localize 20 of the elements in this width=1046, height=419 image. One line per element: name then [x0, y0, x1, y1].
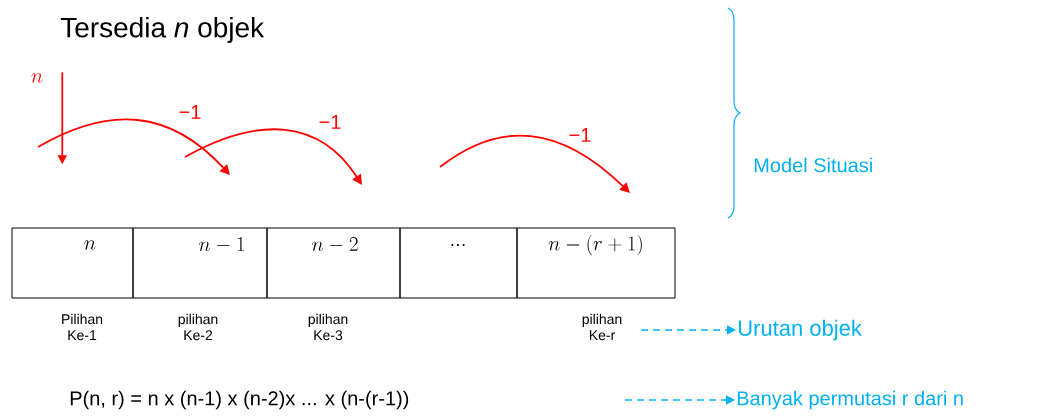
variable-label: $n$ [31, 73, 43, 83]
table-cell: $n-(r+1)$ [516, 227, 676, 299]
step-label: −1 [569, 128, 591, 142]
brace-label: Model Situasi [754, 157, 872, 173]
step-label: −1 [179, 105, 201, 119]
cell-caption: pilihan Ke-2 [178, 313, 218, 341]
cell-caption: pilihan Ke-3 [308, 313, 348, 341]
legend-text: Urutan objek [738, 319, 862, 341]
cell-caption: pilihan Ke-r [582, 313, 622, 341]
title: Tersedia n objek [60, 16, 265, 44]
step-label: −1 [319, 115, 341, 129]
formula-text: P(n, r) = n x (n-1) x (n-2)x ... x (n-(r-1)) [70, 390, 409, 410]
table-cell: $...$ [399, 227, 518, 299]
table-cell: $n$ [11, 227, 134, 299]
dashed-arrow [624, 395, 735, 405]
legend-text: Banyak permutasi r dari n [737, 390, 963, 410]
table-cell: $n-1$ [132, 227, 268, 299]
table-cell: $n-2$ [266, 227, 401, 299]
cell-caption: Pilihan Ke-1 [62, 313, 103, 341]
dashed-arrow [640, 325, 736, 335]
